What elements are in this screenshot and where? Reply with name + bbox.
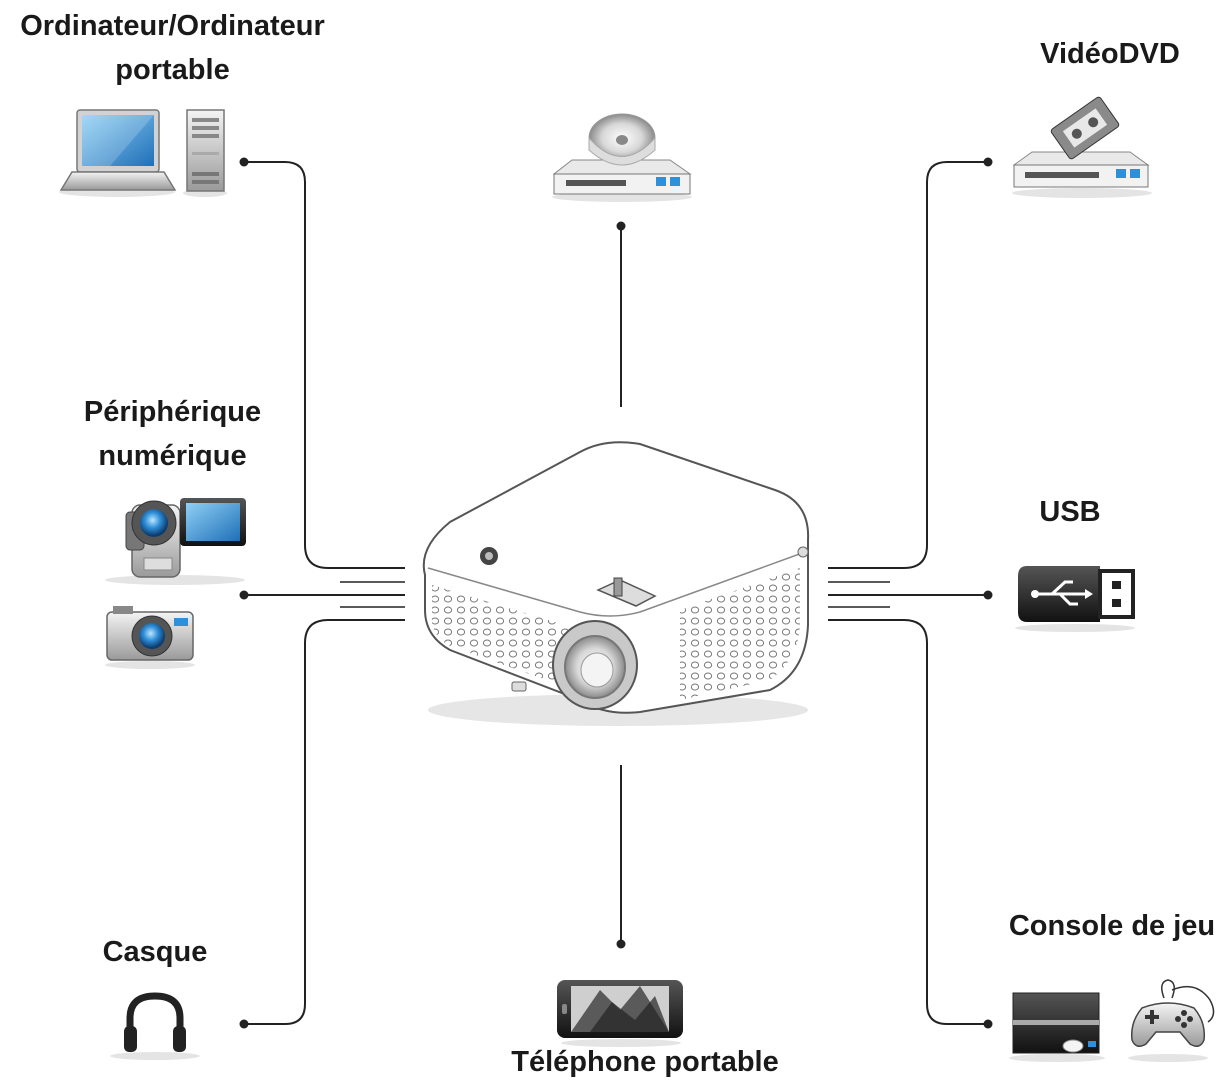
game-console-icon bbox=[1009, 992, 1105, 1062]
label-computer-line1: Ordinateur/Ordinateur bbox=[20, 10, 325, 42]
headphones-icon bbox=[110, 992, 200, 1060]
desktop-tower-icon bbox=[183, 109, 227, 197]
gamepad-icon bbox=[1128, 979, 1215, 1062]
label-headphones: Casque bbox=[102, 936, 208, 968]
projector-icon bbox=[422, 441, 810, 726]
usb-drive-icon bbox=[1015, 566, 1135, 632]
line-computer bbox=[244, 161, 405, 569]
digital-camera-icon bbox=[105, 606, 195, 669]
connection-lines bbox=[244, 161, 988, 1025]
label-computer: Ordinateur/Ordinateur portable bbox=[0, 4, 345, 92]
connector-dots bbox=[239, 157, 993, 1029]
label-game-console: Console de jeu bbox=[1008, 910, 1216, 942]
camcorder-icon bbox=[105, 498, 246, 585]
vcr-dvd-player-icon bbox=[1012, 96, 1152, 198]
label-video-dvd: VidéoDVD bbox=[1040, 38, 1180, 70]
line-console bbox=[828, 619, 988, 1025]
laptop-icon bbox=[59, 109, 177, 197]
label-mobile-phone: Téléphone portable bbox=[511, 1046, 779, 1078]
dvd-player-icon bbox=[552, 113, 692, 202]
line-extra-left bbox=[340, 581, 405, 608]
line-headphones bbox=[244, 619, 405, 1025]
line-extra-right bbox=[828, 581, 890, 608]
smartphone-icon bbox=[557, 980, 683, 1047]
label-usb: USB bbox=[1039, 496, 1101, 528]
label-digital-device: Périphérique numérique bbox=[55, 390, 290, 478]
label-digital-line2: numérique bbox=[98, 440, 247, 472]
line-video bbox=[828, 161, 988, 569]
label-digital-line1: Périphérique bbox=[83, 396, 262, 428]
label-computer-line2: portable bbox=[115, 54, 230, 86]
